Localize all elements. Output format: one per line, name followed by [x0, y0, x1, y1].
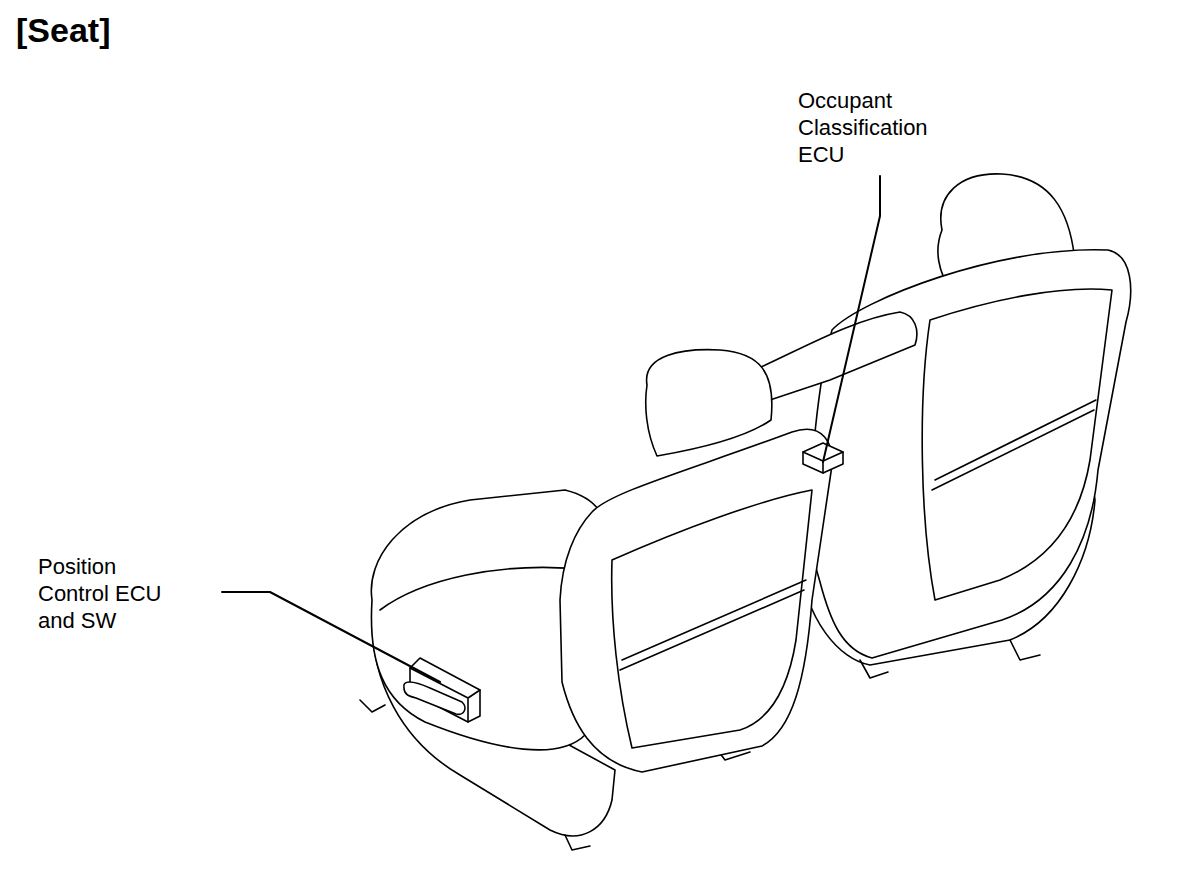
back-panel: [922, 289, 1112, 600]
passenger-seat: [800, 174, 1131, 678]
driver-seat: [360, 350, 832, 850]
back-pocket: [620, 590, 804, 670]
seat-band: [750, 312, 917, 400]
seatback: [560, 429, 832, 772]
diagram-title: [Seat]: [16, 10, 110, 50]
back-pocket: [935, 400, 1096, 480]
headrest: [646, 350, 772, 456]
part-name: Occupant Classification ECU: [798, 87, 978, 168]
seatback: [808, 250, 1131, 658]
cushion-seam: [380, 567, 590, 610]
back-pocket: [622, 580, 806, 660]
part-name: Position Control ECU and SW: [38, 553, 178, 634]
leader-line: [222, 592, 440, 682]
leader-line: [823, 176, 880, 462]
seat-switch: [404, 682, 465, 714]
back-pocket: [932, 410, 1094, 490]
back-panel: [612, 490, 812, 748]
